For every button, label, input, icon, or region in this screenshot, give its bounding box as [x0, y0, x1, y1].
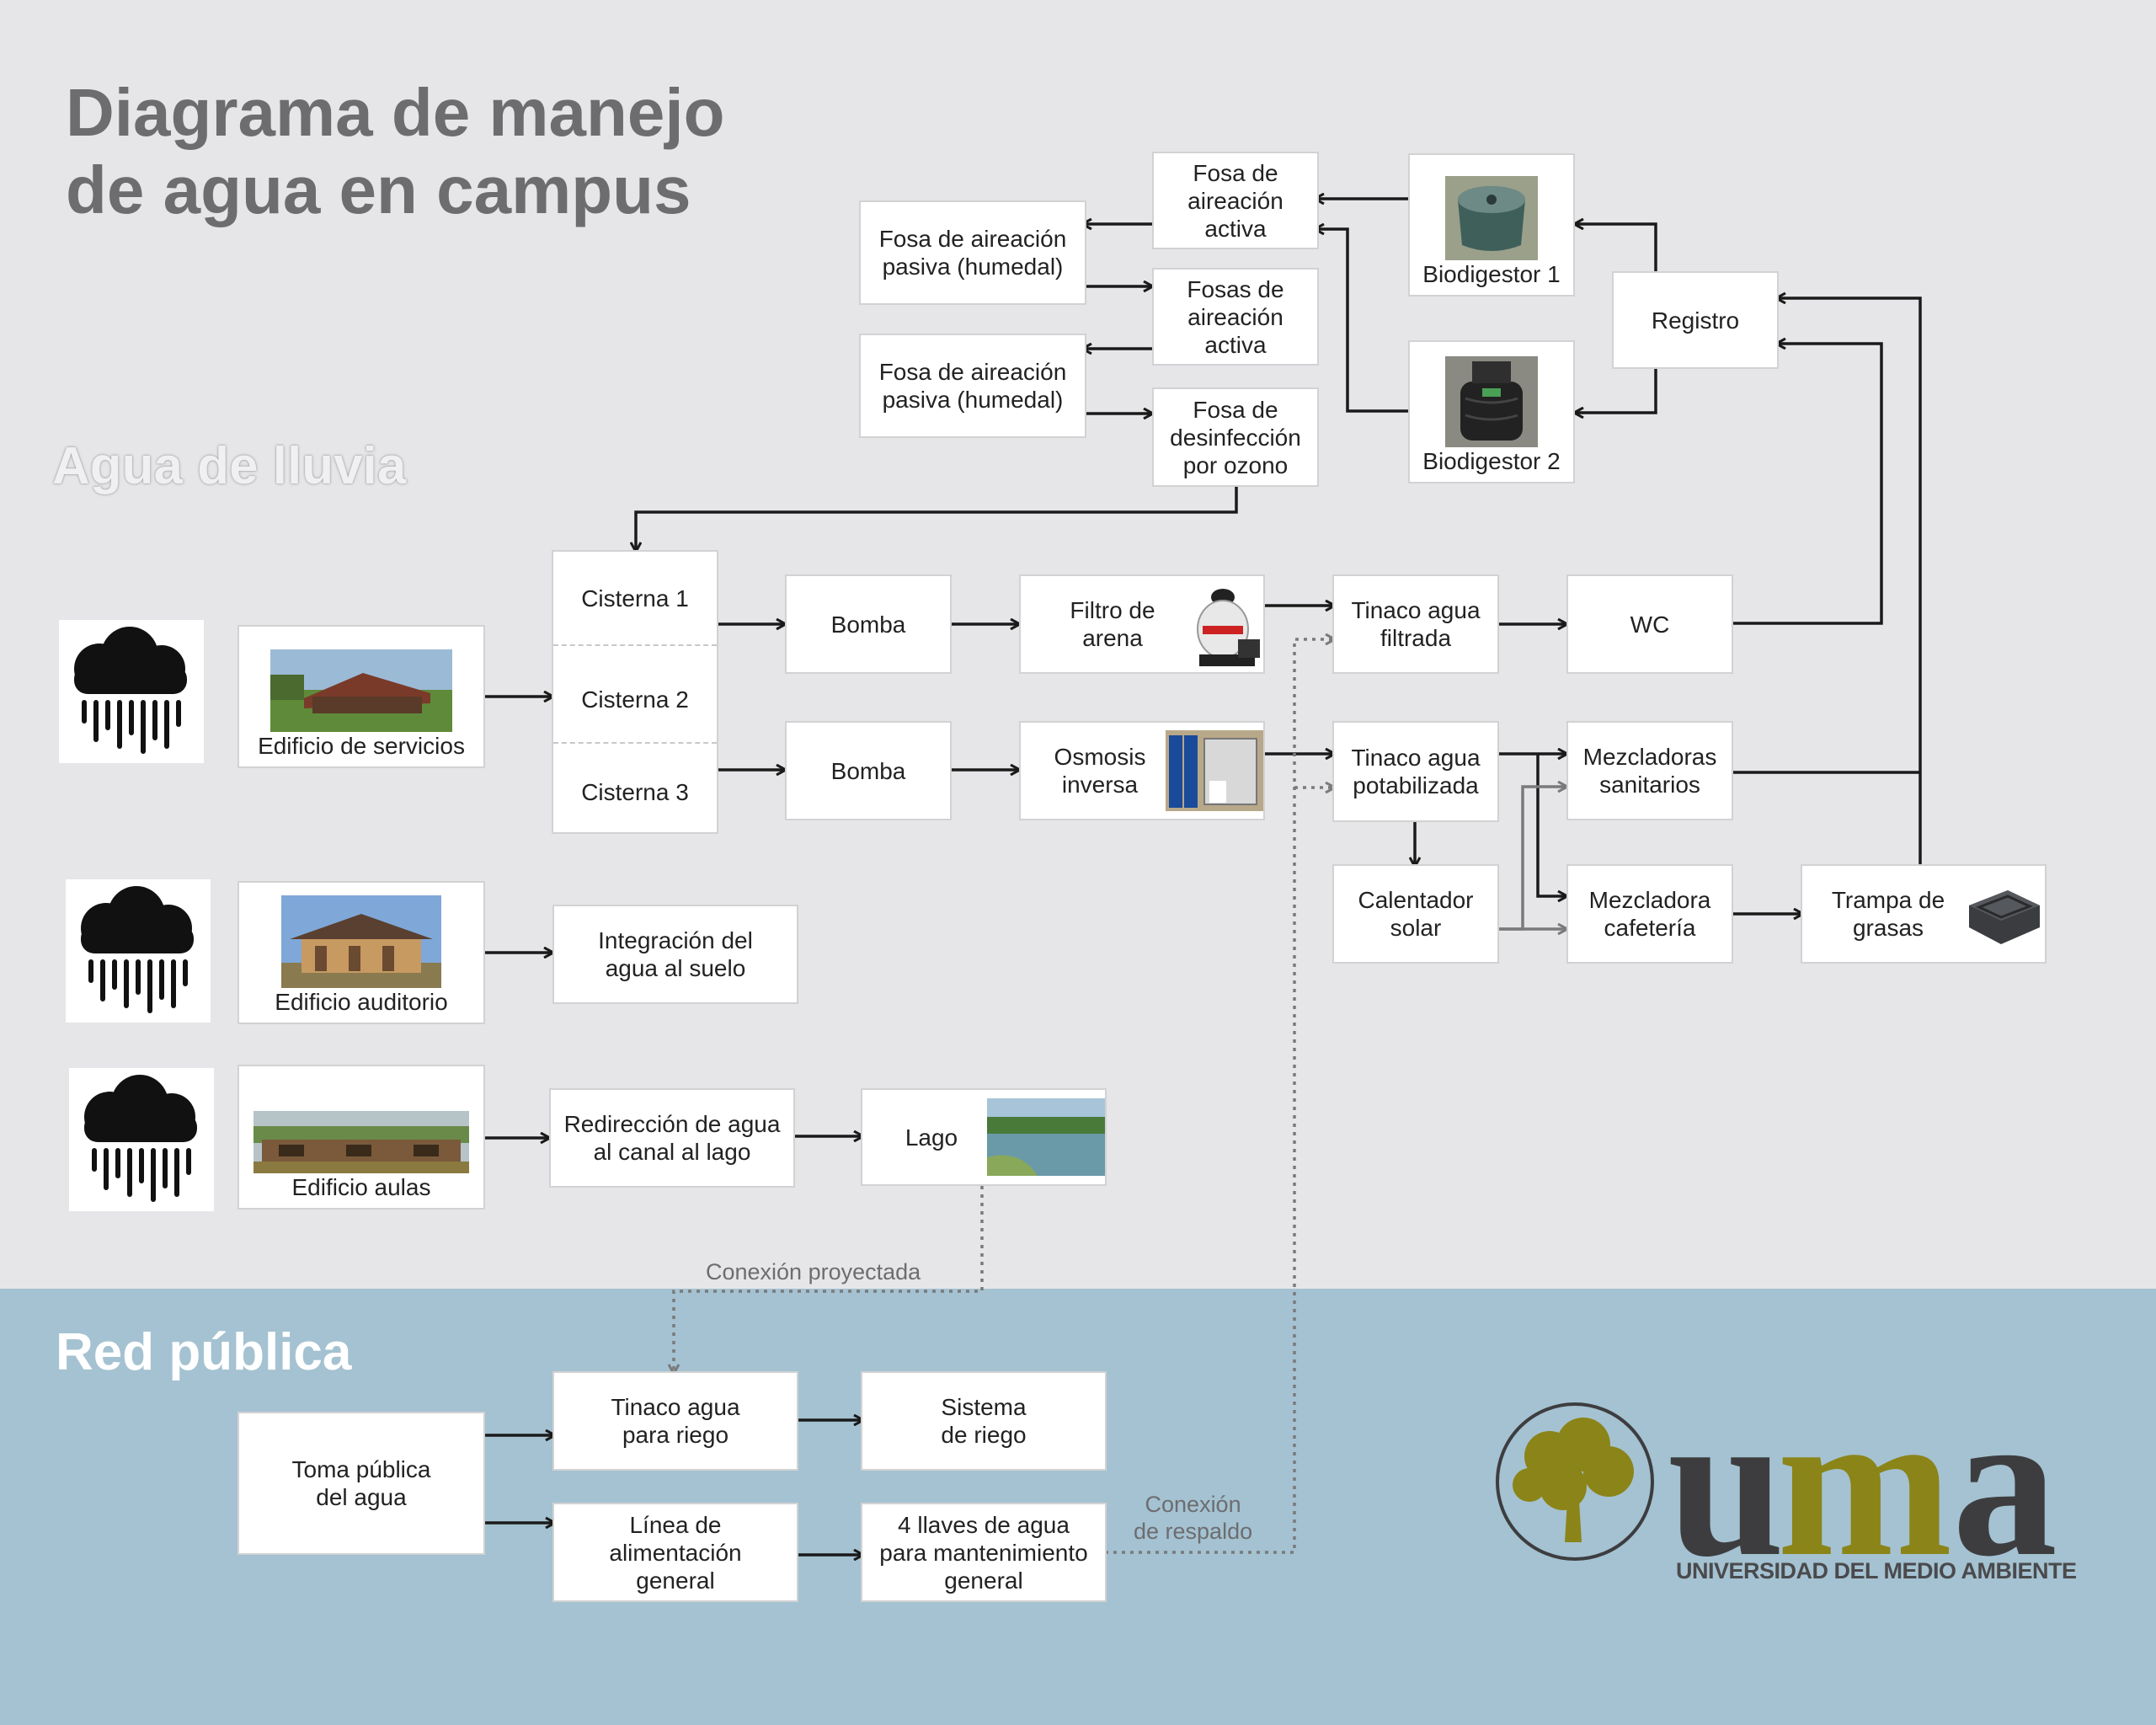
node-biodigestor-1: Biodigestor 1 [1408, 153, 1575, 296]
node-fosas-aireacion-activa-2: Fosas de aireación activa [1152, 268, 1319, 366]
building-photo [270, 649, 452, 732]
logo-subtitle: UNIVERSIDAD DEL MEDIO AMBIENTE [1676, 1558, 2077, 1583]
node-label: Edificio de servicios [258, 733, 465, 759]
edge-potab-cafeteria [1536, 754, 1566, 896]
node-linea-alimentacion: Línea de alimentación general [552, 1503, 798, 1602]
edge-llaves-conexion-respaldo [1105, 639, 1334, 1554]
node-fosa-aireacion-pasiva-2: Fosa de aireación pasiva (humedal) [859, 334, 1086, 438]
node-wc: WC [1566, 574, 1733, 674]
section-label-public: Red pública [56, 1323, 352, 1381]
node-cisterna-3: Cisterna 3 [581, 779, 689, 805]
node-redireccion-lago: Redirección de agua al canal al lago [549, 1088, 795, 1188]
node-osmosis-inversa: Osmosis inversa [1019, 721, 1265, 820]
node-trampa-grasas: Trampa de grasas [1801, 864, 2047, 964]
node-label: Osmosis inversa [1054, 744, 1146, 798]
node-tinaco-agua-potabilizada: Tinaco agua potabilizada [1332, 721, 1499, 822]
rain-cloud-icon [66, 879, 211, 1023]
node-mezcladoras-sanitarios: Mezcladoras sanitarios [1566, 721, 1733, 820]
node-llaves-mantenimiento: 4 llaves de agua para mantenimiento gene… [861, 1503, 1107, 1602]
node-fosa-desinfeccion-ozono: Fosa de desinfección por ozono [1152, 387, 1319, 487]
note-conexion-respaldo: Conexión de respaldo [1134, 1492, 1253, 1544]
node-tinaco-agua-riego: Tinaco agua para riego [552, 1371, 798, 1471]
node-edificio-auditorio: Edificio auditorio [237, 881, 485, 1024]
edge-registro-bio2 [1575, 366, 1657, 413]
edge-bio2-fosa-activa [1315, 229, 1408, 413]
node-label: Filtro de arena [1070, 597, 1155, 651]
edge-calentador-mezcladoras [1497, 787, 1566, 931]
cistern-divider [553, 742, 717, 744]
note-conexion-proyectada: Conexión proyectada [706, 1259, 921, 1284]
node-registro: Registro [1612, 271, 1779, 369]
edge-ozono-cisterna [636, 483, 1238, 551]
biodigestor-tank-image [1445, 176, 1538, 260]
edge-trampa-registro [1777, 298, 1922, 866]
node-mezcladora-cafeteria: Mezcladora cafetería [1566, 864, 1733, 964]
building-photo [281, 895, 441, 988]
node-fosa-aireacion-activa-1: Fosa de aireación activa [1152, 152, 1319, 249]
lake-photo [987, 1098, 1105, 1176]
node-cisterna-2: Cisterna 2 [581, 686, 689, 713]
grease-trap-image [1969, 890, 2040, 944]
section-label-rain: Agua de lluvia [52, 437, 407, 495]
page-title: Diagrama de manejo de agua en campus [66, 75, 725, 227]
logo-mark-u: u [1668, 1394, 1785, 1596]
logo-mark-a: a [1952, 1394, 2057, 1596]
building-photo [253, 1111, 469, 1173]
node-cisterna-1: Cisterna 1 [581, 585, 689, 611]
node-toma-publica: Toma pública del agua [237, 1412, 485, 1555]
node-bomba-1: Bomba [785, 574, 952, 674]
edge-registro-bio1 [1575, 224, 1657, 271]
node-bomba-2: Bomba [785, 721, 952, 820]
node-calentador-solar: Calentador solar [1332, 864, 1499, 964]
node-label: Trampa de grasas [1831, 887, 1945, 941]
node-label: Biodigestor 2 [1422, 448, 1561, 474]
edge-wc-registro [1733, 344, 1883, 625]
logo-mark-m: m [1777, 1394, 1952, 1596]
node-label: Lago [905, 1124, 958, 1151]
node-edificio-aulas: Edificio aulas [237, 1065, 485, 1210]
node-label: Edificio auditorio [275, 989, 448, 1015]
sand-filter-image [1197, 589, 1260, 666]
node-integracion-suelo: Integración del agua al suelo [552, 905, 798, 1004]
node-sistema-riego: Sistema de riego [861, 1371, 1107, 1471]
node-cisternas: Cisterna 1 Cisterna 2 Cisterna 3 [552, 550, 718, 834]
rain-cloud-icon [59, 620, 204, 763]
node-label: Edificio aulas [291, 1174, 431, 1200]
node-biodigestor-2: Biodigestor 2 [1408, 340, 1575, 483]
biodigestor-tank-image [1445, 356, 1538, 447]
node-fosa-aireacion-pasiva-1: Fosa de aireación pasiva (humedal) [859, 200, 1086, 305]
node-lago: Lago [861, 1088, 1107, 1186]
edge-lago-conexion-proyectada [674, 1186, 984, 1373]
node-filtro-arena: Filtro de arena [1019, 574, 1265, 674]
node-edificio-servicios: Edificio de servicios [237, 625, 485, 768]
node-tinaco-agua-filtrada: Tinaco agua filtrada [1332, 574, 1499, 674]
node-label: Biodigestor 1 [1422, 261, 1561, 287]
rain-cloud-icon [69, 1068, 214, 1211]
reverse-osmosis-image [1166, 730, 1263, 811]
uma-logo: u m a [1496, 1394, 2057, 1596]
cistern-divider [553, 644, 717, 646]
